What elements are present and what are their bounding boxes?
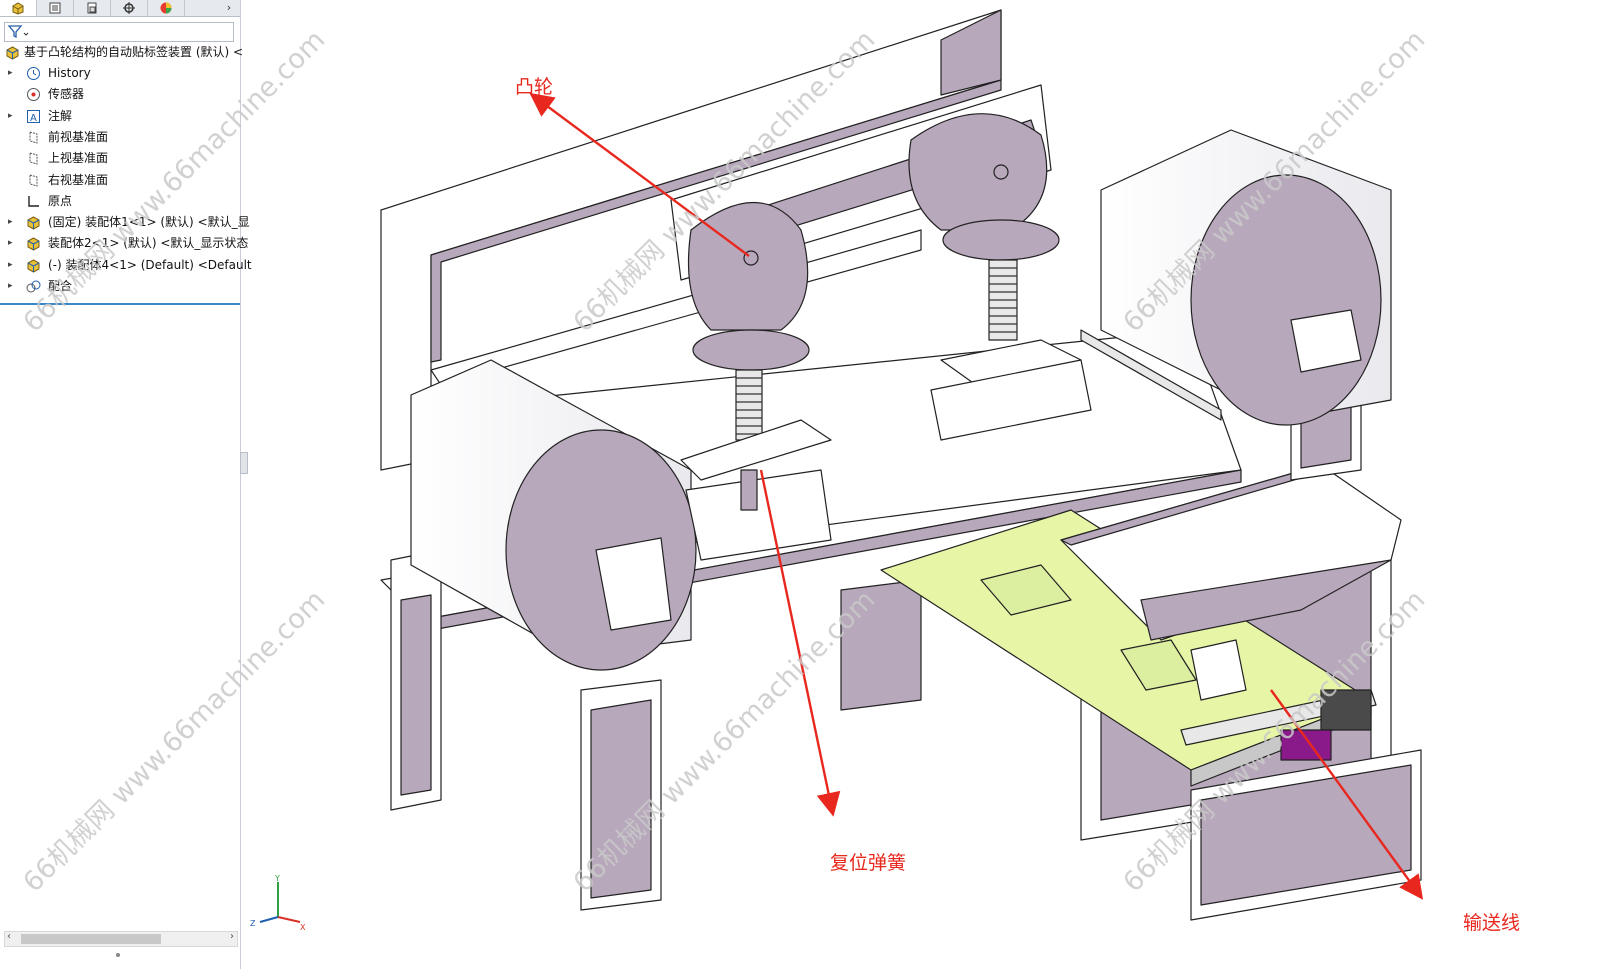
scroll-left-icon[interactable]: ‹	[7, 931, 11, 942]
tree-item-label: 装配体2<1> (默认) <默认_显示状态	[48, 236, 249, 251]
tree-item-label: History	[48, 66, 91, 80]
tree-item[interactable]: 传感器	[0, 84, 240, 105]
right-return-spring	[988, 259, 1018, 341]
tree-item[interactable]: 原点	[0, 191, 240, 212]
tree-item-label: 前视基准面	[48, 129, 109, 144]
left-return-spring	[735, 369, 763, 441]
plane-icon	[29, 131, 38, 144]
spring-arrow	[759, 469, 841, 817]
left-presser-plate	[680, 419, 832, 481]
cam-arrow	[529, 92, 750, 257]
property-manager-tab[interactable]	[37, 0, 74, 16]
assembly-3d-model[interactable]	[241, 0, 1623, 969]
tree-root-assembly[interactable]: 基于凸轮结构的自动贴标签装置 (默认) <	[0, 42, 244, 63]
assembly-icon	[27, 216, 40, 230]
graphics-viewport[interactable]	[241, 0, 1623, 969]
cam-callout: 凸轮	[515, 76, 554, 98]
tree-item[interactable]: ▸ (固定) 装配体1<1> (默认) <默认_显	[0, 212, 250, 233]
configuration-manager-tab[interactable]	[74, 0, 111, 16]
tree-selection-divider	[0, 303, 240, 305]
tab-scroll-right-icon[interactable]: ›	[226, 1, 232, 14]
assembly-icon	[27, 259, 40, 273]
tree-filter-input[interactable]	[4, 22, 234, 42]
expand-arrow-icon[interactable]: ▸	[8, 68, 13, 78]
tree-item[interactable]: ▸ History	[0, 63, 240, 84]
tree-item-label: 原点	[48, 193, 73, 208]
tree-item-label: (-) 装配体4<1> (Default) <Default	[48, 257, 252, 272]
expand-arrow-icon[interactable]: ▸	[8, 238, 13, 249]
annotation-icon: A	[27, 109, 40, 124]
sensor-icon	[27, 88, 40, 102]
triad-y-label: Y	[274, 874, 280, 883]
panel-grip-icon[interactable]	[116, 953, 120, 957]
plane-icon	[29, 152, 38, 165]
assembly-icon	[6, 46, 19, 60]
spring-callout: 复位弹簧	[830, 852, 907, 874]
tree-item[interactable]: 前视基准面	[0, 127, 240, 148]
feature-manager-panel: › 基于凸轮结构的自动贴标签装置 (默认) < ‹ › ▸ History 传感器 ▸…	[0, 0, 252, 969]
scrollbar-thumb[interactable]	[21, 934, 161, 944]
origin-icon	[28, 195, 39, 207]
svg-text:A: A	[30, 113, 37, 124]
tree-item-label: 注解	[48, 108, 73, 123]
manager-tab-bar: ›	[0, 0, 240, 17]
conveyor-arrow	[1270, 689, 1424, 900]
plane-icon	[29, 173, 38, 187]
tree-item[interactable]: ▸ 装配体2<1> (默认) <默认_显示状态	[0, 233, 248, 254]
dimxpert-tab[interactable]	[111, 0, 148, 16]
expand-arrow-icon[interactable]: ▸	[8, 110, 13, 121]
tree-item[interactable]: 右视基准面	[0, 170, 240, 191]
triad-x-label: X	[300, 923, 306, 932]
orientation-triad[interactable]: Y X Z	[248, 872, 308, 932]
tree-item-label: 上视基准面	[48, 151, 109, 166]
annotation-arrows	[529, 92, 1424, 900]
tree-item[interactable]: ▸ A 注解	[0, 106, 240, 127]
history-icon	[27, 67, 40, 80]
mates-icon	[26, 280, 41, 293]
tree-item[interactable]: ▸ (-) 装配体4<1> (Default) <Default	[0, 255, 252, 276]
horizontal-scrollbar[interactable]: ‹ ›	[4, 931, 238, 947]
tree-item-label: 配合	[48, 279, 73, 293]
expand-arrow-icon[interactable]: ▸	[8, 217, 13, 228]
conveyor-callout: 输送线	[1463, 912, 1521, 934]
tree-root-label: 基于凸轮结构的自动贴标签装置 (默认) <	[24, 45, 244, 59]
expand-arrow-icon[interactable]: ▸	[8, 281, 13, 291]
filter-icon	[7, 25, 29, 39]
tree-item[interactable]: ▸ 配合	[0, 276, 240, 297]
scroll-right-icon[interactable]: ›	[230, 931, 234, 942]
panel-splitter-handle[interactable]	[240, 452, 248, 474]
tree-item-label: 传感器	[48, 87, 85, 102]
triad-z-label: Z	[250, 919, 256, 928]
feature-manager-tab[interactable]	[0, 0, 37, 16]
tree-item-label: 右视基准面	[48, 172, 109, 187]
display-manager-tab[interactable]	[148, 0, 185, 16]
tree-filter-bar	[0, 20, 236, 42]
leg-rear	[840, 579, 922, 711]
tree-item[interactable]: 上视基准面	[0, 148, 240, 169]
tree-item-label: (固定) 装配体1<1> (默认) <默认_显	[48, 215, 250, 230]
right-cam	[908, 113, 1048, 231]
assembly-icon	[27, 237, 40, 251]
expand-arrow-icon[interactable]: ▸	[8, 259, 13, 270]
